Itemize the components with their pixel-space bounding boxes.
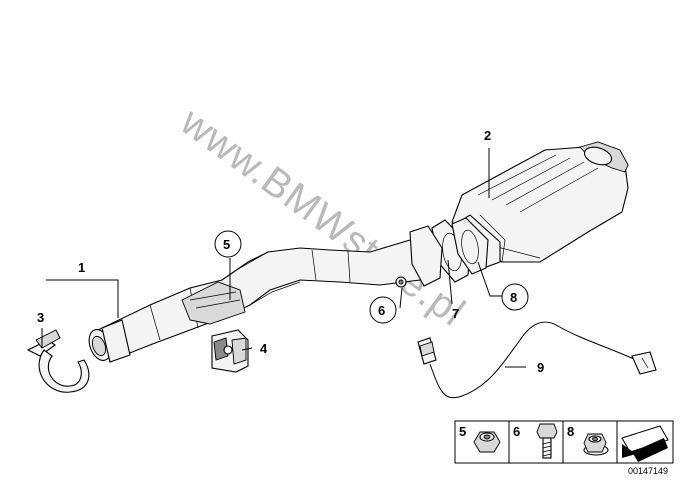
oxygen-sensor[interactable] <box>417 321 657 398</box>
callout-6: 6 <box>378 303 385 318</box>
callout-5: 5 <box>223 237 230 252</box>
hex-bolt-icon <box>536 423 558 459</box>
legend-label-5: 5 <box>459 424 466 439</box>
flange-nut-icon <box>583 433 609 456</box>
legend-label-8: 8 <box>567 424 574 439</box>
callout-4: 4 <box>260 341 268 356</box>
callout-8: 8 <box>510 290 517 305</box>
gasket-flange[interactable] <box>451 217 489 275</box>
callout-2: 2 <box>484 128 491 143</box>
self-locking-nut-icon <box>473 431 501 453</box>
legend-label-6: 6 <box>513 424 520 439</box>
front-exhaust-pipe[interactable] <box>85 225 443 363</box>
hardware-legend: 5 6 8 <box>454 420 674 464</box>
bolt-on-pipe[interactable] <box>395 276 407 288</box>
leader-lines <box>41 148 526 368</box>
callout-6-circle: 6 <box>369 296 397 324</box>
callout-1: 1 <box>78 260 85 275</box>
callout-5-circle: 5 <box>214 230 242 258</box>
callout-8-circle: 8 <box>501 283 529 311</box>
pipe-clamp[interactable] <box>26 329 90 393</box>
diagram-reference-number: 00147149 <box>628 466 668 476</box>
callout-7: 7 <box>452 306 459 321</box>
callout-3: 3 <box>37 310 44 325</box>
arrow-symbol-icon <box>621 425 669 462</box>
mounting-bracket[interactable] <box>211 329 249 373</box>
callout-9: 9 <box>537 360 544 375</box>
